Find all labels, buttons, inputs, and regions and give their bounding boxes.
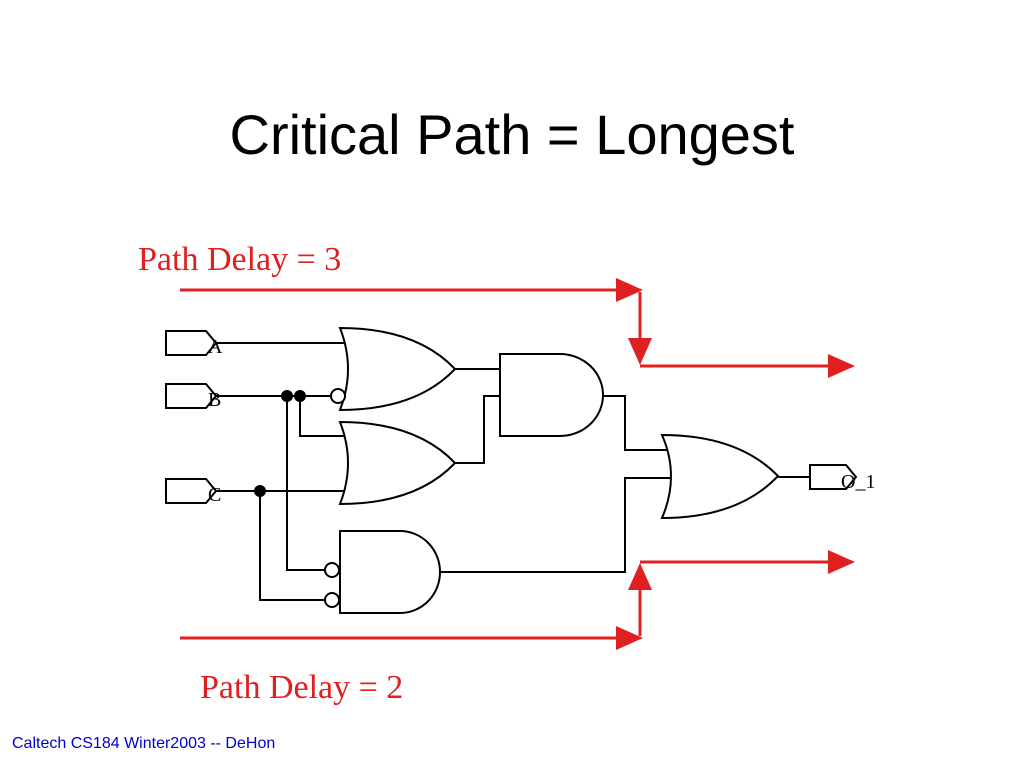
or-gate-2 (338, 420, 457, 506)
junction-dot (281, 390, 293, 402)
input-label-b: B (208, 389, 221, 411)
junction-dot (294, 390, 306, 402)
input-pin-b: B (165, 383, 221, 411)
junction-dots (254, 390, 306, 497)
input-pin-c: C (165, 478, 221, 506)
slide-title: Critical Path = Longest (229, 103, 795, 166)
and-gate-1 (499, 353, 604, 437)
input-label-a: A (208, 336, 223, 358)
output-pin: O_1 (809, 464, 875, 493)
inverter-bubble (324, 562, 340, 578)
output-label: O_1 (841, 471, 875, 493)
and-gate-2 (324, 530, 441, 614)
path-arrow-bottom (180, 550, 855, 650)
wires (216, 342, 810, 601)
or-gate-1 (330, 326, 457, 412)
or-gate-3 (660, 433, 780, 520)
input-label-c: C (208, 484, 221, 506)
junction-dot (254, 485, 266, 497)
input-pin-a: A (165, 330, 223, 358)
slide-footer: Caltech CS184 Winter2003 -- DeHon (12, 735, 276, 752)
path-delay-top-label: Path Delay = 3 (138, 241, 341, 278)
inverter-bubble (330, 388, 346, 404)
path-arrow-top (180, 278, 855, 378)
path-delay-bottom-label: Path Delay = 2 (200, 669, 403, 706)
inverter-bubble (324, 592, 340, 608)
